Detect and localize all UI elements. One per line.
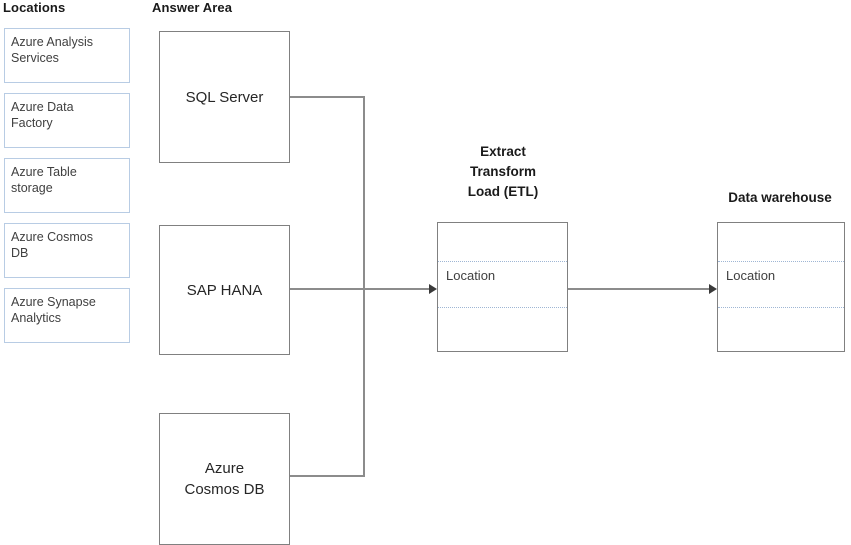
option-line-2: Factory bbox=[11, 116, 53, 130]
etl-box[interactable]: Location bbox=[437, 222, 568, 352]
connector-trunk-to-etl bbox=[290, 288, 434, 290]
option-line-1: Azure Synapse bbox=[11, 295, 96, 309]
warehouse-row-divider-bottom bbox=[718, 307, 844, 308]
option-azure-cosmos-db[interactable]: Azure Cosmos DB bbox=[4, 223, 130, 278]
arrowhead-into-warehouse bbox=[709, 284, 717, 294]
option-azure-synapse-analytics[interactable]: Azure Synapse Analytics bbox=[4, 288, 130, 343]
connector-junction-vertical-upper bbox=[363, 96, 365, 288]
connector-junction-vertical-lower bbox=[363, 288, 365, 477]
warehouse-field-location: Location bbox=[726, 268, 776, 283]
option-azure-analysis-services[interactable]: Azure Analysis Services bbox=[4, 28, 130, 83]
data-warehouse-box[interactable]: Location bbox=[717, 222, 845, 352]
warehouse-caption: Data warehouse bbox=[728, 190, 832, 205]
warehouse-row-divider-top bbox=[718, 261, 844, 262]
option-line-2: Services bbox=[11, 51, 59, 65]
option-line-2: DB bbox=[11, 246, 29, 260]
etl-field-location: Location bbox=[446, 268, 496, 283]
source-box-sql-server[interactable]: SQL Server bbox=[159, 31, 290, 163]
etl-row-divider-top bbox=[438, 261, 567, 262]
source-label-line-2: Cosmos DB bbox=[184, 481, 265, 498]
option-line-1: Azure Data bbox=[11, 100, 74, 114]
option-line-2: storage bbox=[11, 181, 53, 195]
etl-row-divider-bottom bbox=[438, 307, 567, 308]
option-line-1: Azure Table bbox=[11, 165, 77, 179]
connector-cosmos-horizontal bbox=[290, 475, 365, 477]
option-line-1: Azure Analysis bbox=[11, 35, 93, 49]
source-label: SQL Server bbox=[185, 88, 264, 106]
option-azure-table-storage[interactable]: Azure Table storage bbox=[4, 158, 130, 213]
arrowhead-into-etl bbox=[429, 284, 437, 294]
connector-etl-to-warehouse bbox=[568, 288, 714, 290]
answer-area-header: Answer Area bbox=[152, 0, 233, 15]
source-box-sap-hana[interactable]: SAP HANA bbox=[159, 225, 290, 355]
option-line-1: Azure Cosmos bbox=[11, 230, 93, 244]
etl-caption: Extract Transform Load (ETL) bbox=[467, 144, 539, 199]
option-azure-data-factory[interactable]: Azure Data Factory bbox=[4, 93, 130, 148]
locations-header: Locations bbox=[3, 0, 66, 15]
source-label: SAP HANA bbox=[186, 281, 263, 299]
source-label-line-1: Azure bbox=[204, 460, 245, 477]
source-box-azure-cosmos-db[interactable]: Azure Cosmos DB bbox=[159, 413, 290, 545]
option-line-2: Analytics bbox=[11, 311, 62, 325]
connector-sql-server-horizontal bbox=[290, 96, 365, 98]
